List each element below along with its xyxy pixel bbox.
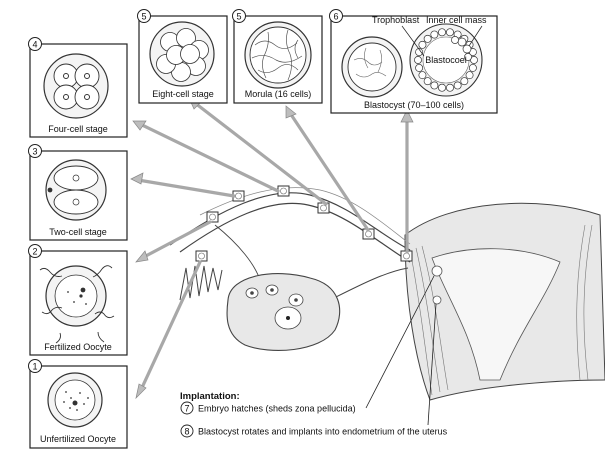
implanting-blastocyst xyxy=(432,295,442,305)
fimbriae xyxy=(179,265,223,301)
trophoblast-cell xyxy=(446,28,454,37)
inner-cell-mass xyxy=(451,36,472,61)
trophoblast-cell xyxy=(430,81,439,90)
stage-arrows xyxy=(136,101,409,394)
stage-label-eight-cell: Eight-cell stage xyxy=(152,89,214,99)
stage-box-eight-cell: 5 Eight-cell stage xyxy=(137,9,228,104)
blastomere-2 xyxy=(53,189,99,215)
trophoblast-cell xyxy=(468,63,477,72)
arrow-to-unfertilized xyxy=(138,260,202,394)
stage-number-2: 2 xyxy=(32,247,37,257)
four-cell-zona xyxy=(43,53,109,119)
stage-box-morula: 5 Morula (16 cells) xyxy=(232,9,323,104)
fallopian-tube-outer xyxy=(169,192,411,251)
implantation-leader-lines xyxy=(365,275,437,426)
trophoblast-cell xyxy=(423,77,432,86)
step-number-7: 7 xyxy=(184,404,189,414)
trophoblast-cell xyxy=(415,63,424,72)
sperm-cells xyxy=(39,265,115,344)
implantation-legend: Implantation: 7 Embryo hatches (sheds zo… xyxy=(180,275,448,438)
myometrium-lines xyxy=(409,224,593,396)
blastocyst-early-cells xyxy=(347,42,397,92)
trophoblast-cell xyxy=(414,56,422,64)
trophoblast-ring xyxy=(414,28,478,92)
stage-label-two-cell: Two-cell stage xyxy=(49,227,107,237)
label-blastocoel: Blastocoel xyxy=(425,55,467,65)
stage-box-unfertilized-oocyte: 1 Unfertilized Oocyte xyxy=(28,359,128,449)
stage-number-1: 1 xyxy=(32,362,37,372)
label-inner-cell-mass: Inner cell mass xyxy=(426,15,487,25)
stage-number-5a: 5 xyxy=(141,12,146,22)
step-text-7: Embryo hatches (sheds zona pellucida) xyxy=(198,404,356,414)
reproductive-anatomy xyxy=(169,187,605,401)
stage-number-3: 3 xyxy=(32,147,37,157)
stage-box-four-cell: 4 Four-cell stage xyxy=(28,37,128,138)
stage-number-5b: 5 xyxy=(236,12,241,22)
morula-cells xyxy=(251,29,303,81)
trophoblast-cell xyxy=(415,48,424,57)
polar-body xyxy=(47,187,53,193)
trophoblast-cell xyxy=(438,28,446,37)
stage-box-blastocyst: 6 Trophoblast Inner cell mass Blastocoel… xyxy=(329,9,498,114)
arrowheads xyxy=(130,97,414,400)
stage-label-unfertilized: Unfertilized Oocyte xyxy=(40,434,116,444)
blastocyst-leader-lines xyxy=(401,25,483,57)
trophoblast-cell xyxy=(430,30,439,39)
trophoblast-cell xyxy=(453,81,462,90)
stage-number-6: 6 xyxy=(333,12,338,22)
fertilized-cytoplasm xyxy=(54,274,98,318)
blastomere-1 xyxy=(53,165,99,191)
trophoblast-cell xyxy=(465,71,474,80)
trophoblast-cell xyxy=(418,71,427,80)
eight-blastomeres xyxy=(156,28,209,82)
stage-label-four-cell: Four-cell stage xyxy=(48,124,108,134)
trophoblast-cell xyxy=(460,77,469,86)
four-blastomeres xyxy=(53,63,100,110)
arrow-to-eight-cell xyxy=(193,101,328,206)
stage-label-morula: Morula (16 cells) xyxy=(245,89,312,99)
stage-label-fertilized: Fertilized Oocyte xyxy=(44,342,112,352)
stage-box-two-cell: 3 Two-cell stage xyxy=(28,144,128,241)
trophoblast-cell xyxy=(418,40,427,49)
stage-label-blastocyst: Blastocyst (70–100 cells) xyxy=(364,100,464,110)
arrow-to-fertilized xyxy=(140,220,212,260)
implantation-title: Implantation: xyxy=(180,391,240,402)
stage-box-fertilized-oocyte: 2 Fertilized Oocyte xyxy=(28,244,128,356)
pronuclei xyxy=(67,287,87,305)
arrow-to-four-cell xyxy=(138,122,280,193)
step-text-8: Blastocyst rotates and implants into end… xyxy=(198,427,448,437)
ovarian-ligament xyxy=(329,267,409,301)
oocyte-cytoplasm xyxy=(54,379,96,421)
stage-number-4: 4 xyxy=(32,40,37,50)
hatching-blastocyst xyxy=(431,265,443,277)
arrow-to-two-cell xyxy=(136,178,236,198)
arrow-to-morula xyxy=(288,111,370,232)
tube-markers xyxy=(195,185,413,262)
trophoblast-cell xyxy=(438,83,446,92)
morula-cell-mass xyxy=(249,26,307,84)
trophoblast-cell xyxy=(446,83,454,92)
label-trophoblast: Trophoblast xyxy=(372,15,420,25)
step-number-8: 8 xyxy=(184,427,189,437)
oocyte-granules xyxy=(63,391,89,411)
trophoblast-cell xyxy=(423,34,432,43)
uterine-cavity xyxy=(431,248,561,381)
